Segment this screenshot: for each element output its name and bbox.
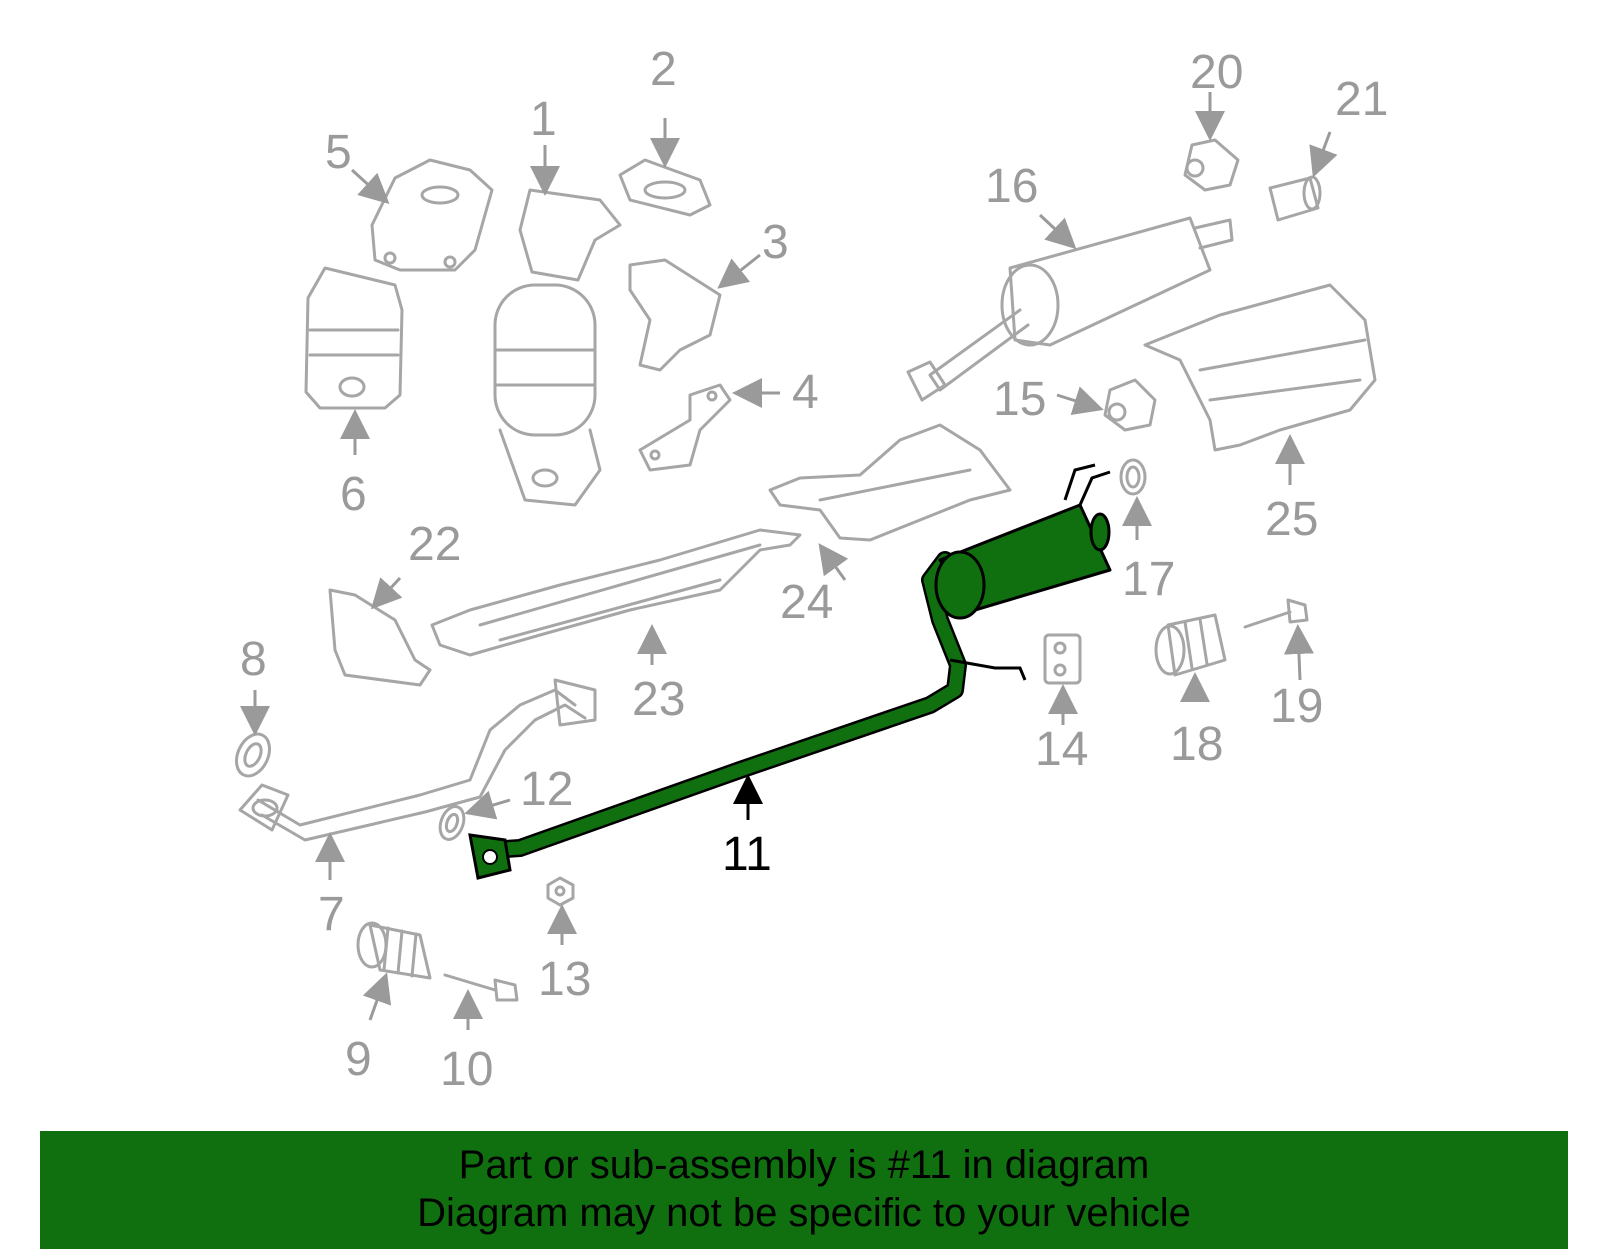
callout-4: 4 <box>792 366 819 419</box>
banner-line-1: Part or sub-assembly is #11 in diagram <box>458 1143 1150 1187</box>
callout-5: 5 <box>325 126 352 179</box>
callout-21: 21 <box>1335 73 1388 126</box>
part-5-heat-shield-upper[interactable] <box>370 158 494 272</box>
part-16-muffler[interactable] <box>906 216 1234 402</box>
callout-9: 9 <box>345 1033 372 1086</box>
callout-18: 18 <box>1170 718 1223 771</box>
part-9-spring[interactable] <box>356 921 432 980</box>
part-4-stay[interactable] <box>638 383 732 472</box>
part-2-gasket[interactable] <box>618 158 712 217</box>
part-10-bolt[interactable] <box>443 973 519 1002</box>
callout-24: 24 <box>780 576 833 629</box>
part-7-front-pipe[interactable] <box>238 678 597 842</box>
part-12-gasket[interactable] <box>436 803 468 842</box>
callout-23: 23 <box>632 673 685 726</box>
part-18-spring[interactable] <box>1154 613 1227 677</box>
callout-10: 10 <box>440 1043 493 1096</box>
part-13-nut[interactable] <box>546 876 575 907</box>
callout-25: 25 <box>1265 493 1318 546</box>
part-20-hanger[interactable] <box>1183 138 1240 192</box>
callout-19: 19 <box>1270 680 1323 733</box>
callout-11: 11 <box>722 828 772 881</box>
leader-lines <box>240 92 1338 1030</box>
part-21-tip[interactable] <box>1268 175 1322 222</box>
callout-7: 7 <box>318 888 345 941</box>
part-11-exhaust-pipe-highlighted[interactable] <box>468 463 1112 880</box>
callout-16: 16 <box>985 160 1038 213</box>
part-22-bracket[interactable] <box>328 588 432 687</box>
part-6-heat-shield-lower[interactable] <box>304 266 404 410</box>
callout-13: 13 <box>538 953 591 1006</box>
callout-15: 15 <box>993 373 1046 426</box>
part-14-rubber-mount[interactable] <box>1043 633 1082 685</box>
part-1-catalytic-converter[interactable] <box>493 188 622 507</box>
callout-6: 6 <box>340 468 367 521</box>
part-19-bolt[interactable] <box>1243 598 1309 629</box>
callout-22: 22 <box>408 518 461 571</box>
callout-12: 12 <box>520 763 573 816</box>
callout-8: 8 <box>240 633 267 686</box>
callout-2: 2 <box>650 43 677 96</box>
callout-3: 3 <box>762 216 789 269</box>
part-15-hanger[interactable] <box>1103 378 1157 432</box>
part-3-bracket[interactable] <box>628 258 722 372</box>
exhaust-system-diagram: 1 2 3 4 5 6 7 8 9 10 11 12 13 14 15 16 1… <box>230 43 1388 1096</box>
part-17-gasket[interactable] <box>1119 458 1147 496</box>
callout-labels: 1 2 3 4 5 6 7 8 9 10 11 12 13 14 15 16 1… <box>240 43 1388 1096</box>
part-25-heat-shield-rear[interactable] <box>1143 283 1377 452</box>
callout-17: 17 <box>1122 553 1175 606</box>
part-8-gasket[interactable] <box>230 729 276 782</box>
callout-14: 14 <box>1035 723 1088 776</box>
callout-20: 20 <box>1190 46 1243 99</box>
part-24-heat-shield-center[interactable] <box>768 423 1012 542</box>
part-23-heat-shield-floor[interactable] <box>430 528 802 657</box>
banner-line-2: Diagram may not be specific to your vehi… <box>417 1191 1191 1235</box>
callout-1: 1 <box>530 93 557 146</box>
info-banner: Part or sub-assembly is #11 in diagram D… <box>40 1131 1568 1249</box>
